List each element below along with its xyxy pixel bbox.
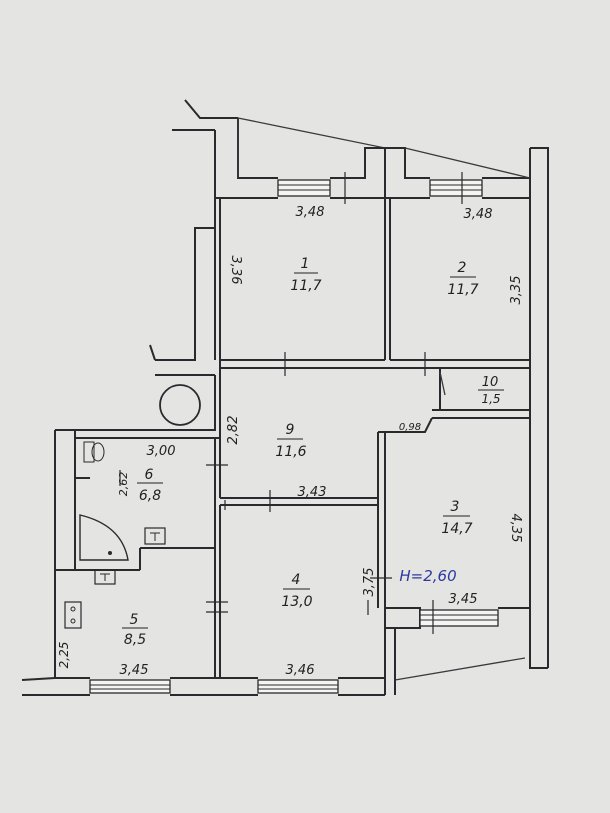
dim-bath-width: 3,00 (147, 444, 176, 459)
sink-icon (144, 527, 166, 545)
dim-room3-width: 3,45 (449, 592, 478, 607)
dim-room4-depth: 3,75 (362, 568, 377, 597)
stove-icon (64, 601, 82, 629)
room-6-number: 6 (145, 467, 154, 483)
window-room2 (429, 179, 483, 197)
room-2-number: 2 (458, 260, 467, 276)
room-1-area: 11,7 (290, 278, 321, 294)
room-3-area: 14,7 (441, 521, 472, 537)
room-4-number: 4 (292, 572, 301, 588)
dimension-labels: 3,48 3,48 3,36 3,35 2,82 3,43 3,00 2,62 … (57, 205, 524, 678)
dim-kitchen-depth: 2,25 (57, 642, 71, 669)
room-10-number: 10 (482, 375, 499, 390)
dim-room4-width: 3,46 (286, 663, 315, 678)
room-5-number: 5 (130, 612, 139, 628)
toilet-icon (83, 441, 95, 463)
fixtures (64, 384, 201, 629)
interior-walls (75, 198, 530, 678)
pipe-shaft-icon (159, 384, 201, 426)
ceiling-height-label: H=2,60 (399, 567, 456, 585)
washer-icon (94, 569, 116, 585)
room-10-area: 1,5 (481, 392, 500, 406)
dim-room1-width: 3,48 (296, 205, 325, 220)
dim-hall-width: 3,43 (298, 485, 327, 500)
room-4-area: 13,0 (281, 594, 312, 610)
room-9-area: 11,6 (275, 444, 306, 460)
door-marks (119, 172, 463, 634)
dim-room1-depth: 3,36 (228, 256, 243, 285)
window-room3 (419, 609, 499, 627)
room-5-area: 8,5 (124, 632, 146, 648)
dim-door-gap: 0,98 (399, 422, 421, 433)
dim-room3-depth: 4,35 (508, 514, 523, 543)
dim-bath-depth: 2,62 (117, 472, 130, 497)
window-room4 (257, 679, 339, 694)
room-1-number: 1 (301, 256, 310, 272)
dim-room2-depth: 3,35 (509, 276, 524, 305)
room-3-number: 3 (451, 499, 460, 515)
windows (89, 179, 499, 694)
room-2-area: 11,7 (447, 282, 478, 298)
dim-hall-depth: 2,82 (226, 416, 241, 445)
window-kitchen (89, 679, 171, 694)
room-labels: 1 11,7 2 11,7 3 14,7 4 13,0 5 8,5 6 6,8 … (122, 256, 504, 648)
window-room1 (277, 179, 331, 197)
shower-icon (79, 514, 129, 561)
room-9-number: 9 (286, 422, 295, 438)
dim-kitchen-width: 3,45 (120, 663, 149, 678)
dim-room2-width: 3,48 (464, 207, 493, 222)
room-6-area: 6,8 (139, 488, 161, 504)
